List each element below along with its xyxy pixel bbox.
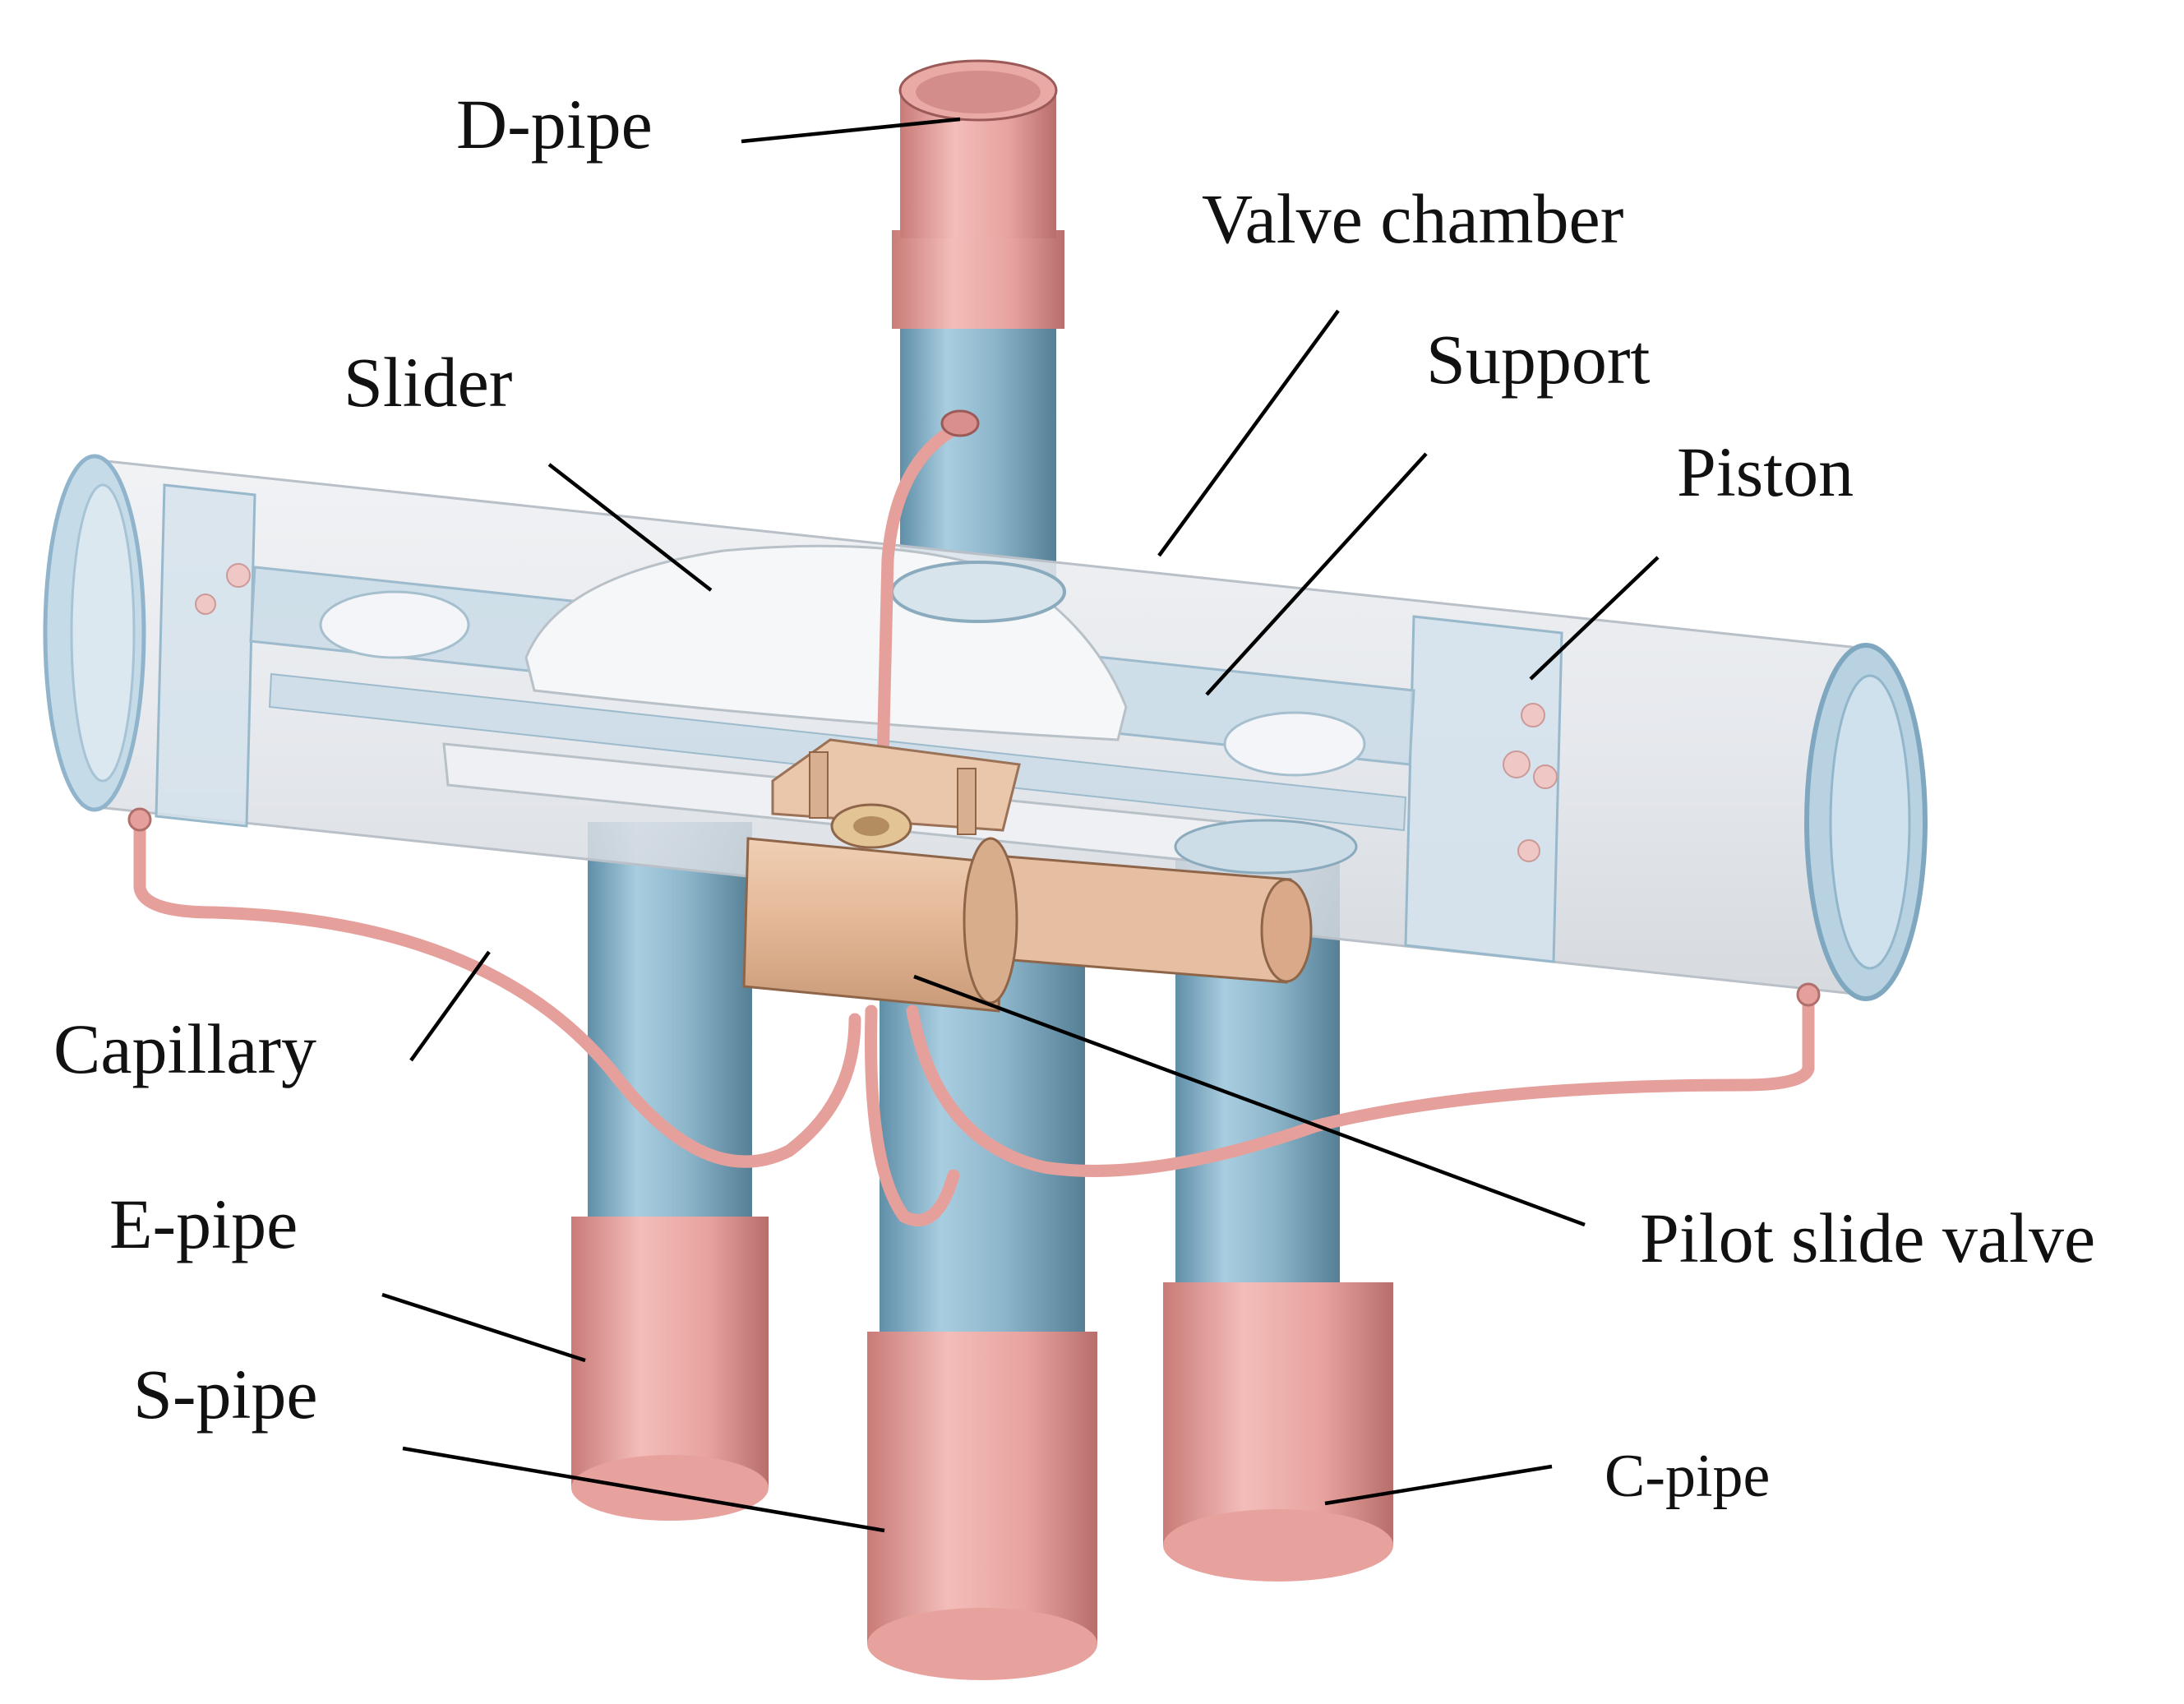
left-piston-bolt <box>226 563 251 588</box>
label-c-pipe: C-pipe <box>1605 1443 1770 1510</box>
pilot-slide-valve <box>742 738 1313 1013</box>
d-pipe-bore <box>916 71 1041 113</box>
leader-s-pipe <box>402 1446 885 1533</box>
e-pipe-bottom <box>571 1455 769 1521</box>
capillary-top <box>875 421 964 837</box>
label-d-pipe: D-pipe <box>456 85 653 164</box>
e-pipe-blue-section <box>588 822 752 1233</box>
label-e-pipe: E-pipe <box>109 1184 298 1263</box>
label-capillary: Capillary <box>53 1009 316 1088</box>
leader-slider <box>547 463 713 592</box>
leader-piston <box>1529 556 1660 681</box>
d-pipe-copper-sleeve <box>892 230 1064 329</box>
right-piston-bolt <box>1503 750 1531 778</box>
pilot-nut <box>963 837 1018 1004</box>
left-end-cap-inner <box>70 483 136 783</box>
e-pipe <box>571 822 769 1521</box>
leader-support <box>1205 452 1428 696</box>
c-pipe-bottom <box>1163 1509 1393 1582</box>
d-pipe-collar <box>890 561 1066 623</box>
pilot-clip <box>809 751 829 819</box>
d-pipe <box>892 59 1064 592</box>
capillary-left <box>133 815 861 1168</box>
pilot-clip <box>957 768 977 835</box>
capillary-middle <box>865 1004 960 1226</box>
label-s-pipe: S-pipe <box>133 1355 318 1434</box>
right-piston <box>1404 615 1563 963</box>
s-pipe-copper-sleeve <box>867 1332 1097 1644</box>
leader-pilot-slide-valve <box>913 974 1586 1227</box>
label-slider: Slider <box>344 343 512 422</box>
labels: D-pipe Valve chamber Slider Support Pist… <box>53 85 2095 1510</box>
left-piston <box>155 483 256 828</box>
leader-lines <box>381 117 1660 1533</box>
right-end-cap-inner <box>1829 674 1911 970</box>
right-piston-bolt <box>1521 703 1545 727</box>
c-pipe-copper-sleeve <box>1163 1282 1393 1545</box>
leader-e-pipe <box>381 1292 586 1363</box>
support-cutout <box>319 590 470 659</box>
pilot-port-bore <box>853 816 889 836</box>
label-piston: Piston <box>1677 432 1854 511</box>
leader-c-pipe <box>1324 1464 1553 1506</box>
right-piston-bolt <box>1533 764 1558 789</box>
e-pipe-copper-sleeve <box>571 1217 769 1488</box>
pilot-body <box>742 837 1004 1013</box>
support-cutout <box>1223 711 1366 777</box>
pilot-cylinder-end <box>1260 878 1313 983</box>
left-piston-bolt <box>195 593 216 615</box>
label-valve-chamber: Valve chamber <box>1202 179 1623 258</box>
s-pipe <box>867 888 1097 1680</box>
label-pilot-slide-valve: Pilot slide valve <box>1640 1198 2095 1277</box>
capillary-connector <box>127 807 152 832</box>
leader-valve-chamber <box>1157 309 1340 557</box>
capillary-connector <box>940 409 980 437</box>
leader-capillary <box>409 950 491 1062</box>
label-support: Support <box>1426 320 1650 399</box>
left-piston-body <box>155 483 256 828</box>
right-piston-body <box>1404 615 1563 963</box>
capillary-connector <box>1796 982 1821 1007</box>
c-pipe-port <box>1174 819 1358 875</box>
s-pipe-bottom <box>867 1608 1097 1680</box>
leader-d-pipe <box>741 117 961 144</box>
right-piston-bolt <box>1517 839 1540 862</box>
